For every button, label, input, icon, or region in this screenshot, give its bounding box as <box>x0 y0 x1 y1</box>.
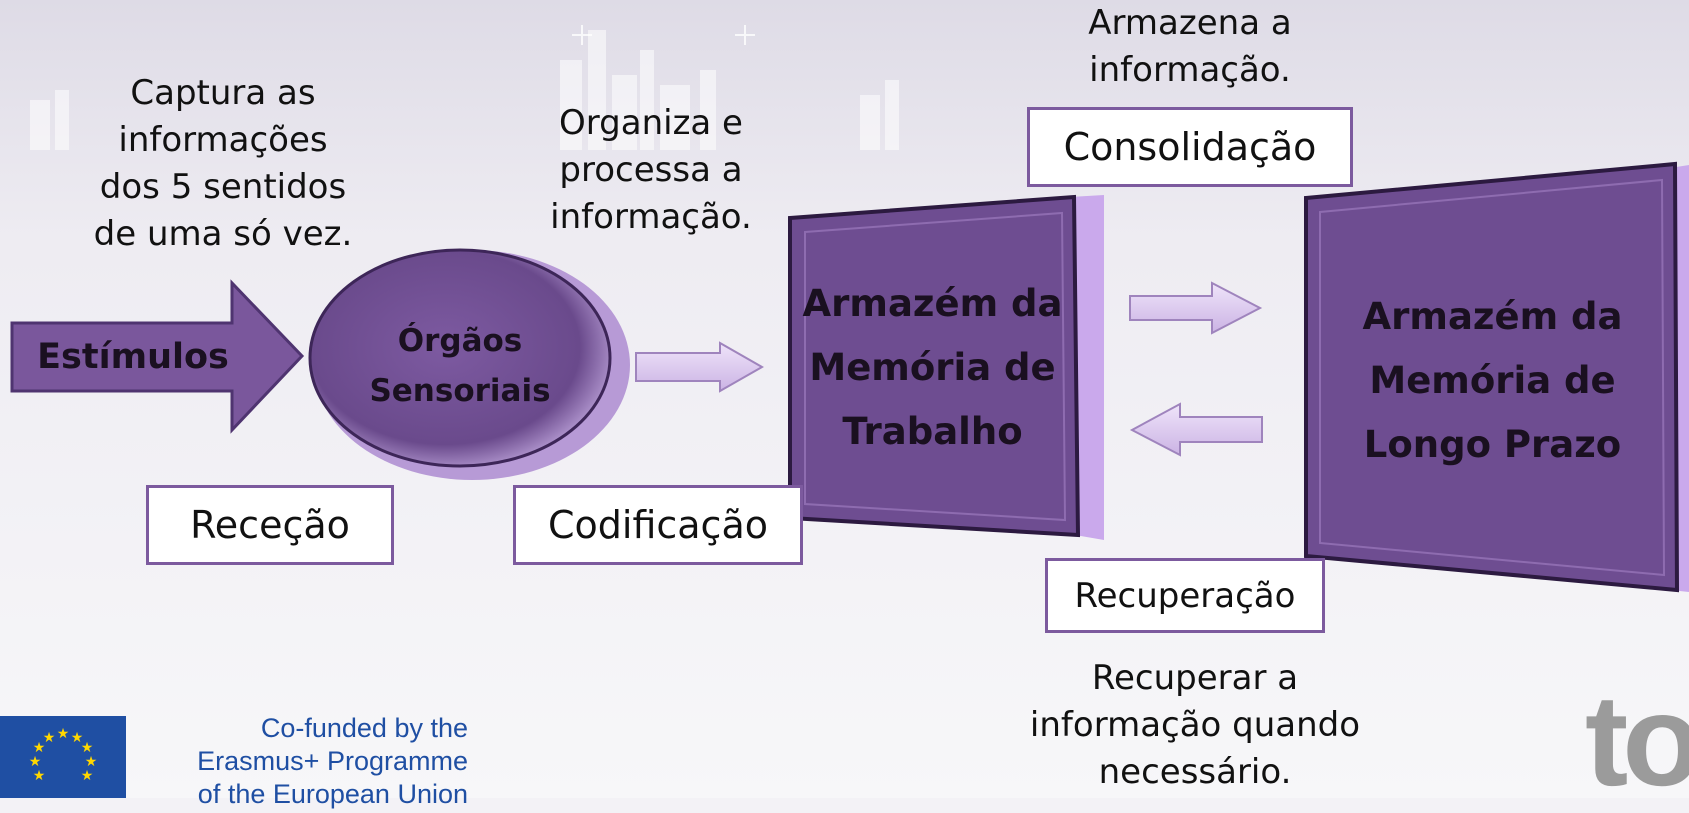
svg-text:★: ★ <box>33 740 46 756</box>
coding-stage-box: Codificação <box>513 485 803 565</box>
coding-stage-label: Codificação <box>547 503 768 547</box>
long-term-memory-label: Armazém da Memória de Longo Prazo <box>1362 295 1623 466</box>
erasmus-cofunded-text: Co-funded by the Erasmus+ Programme of t… <box>197 713 468 809</box>
retrieval-stage-label: Recuperação <box>1074 575 1296 616</box>
svg-text:★: ★ <box>57 726 70 742</box>
coding-description: Organiza e processa a informação. <box>550 103 752 237</box>
svg-text:★: ★ <box>33 768 46 784</box>
retrieval-description: Recuperar a informação quando necessário… <box>1029 658 1361 792</box>
consolidation-stage-label: Consolidação <box>1063 125 1317 169</box>
svg-text:★: ★ <box>43 730 56 746</box>
plus-marks <box>572 25 755 45</box>
sensory-organs-label: Órgãos Sensoriais <box>369 323 551 409</box>
eu-flag <box>0 716 126 798</box>
svg-text:★: ★ <box>29 754 42 770</box>
working-memory-label: Armazém da Memória de Trabalho <box>802 282 1063 453</box>
eu-stars: ★ ★ ★ ★ ★ ★ ★ ★ ★ <box>29 726 98 784</box>
stimuli-arrow <box>10 279 305 434</box>
svg-text:★: ★ <box>71 730 84 746</box>
svg-text:★: ★ <box>81 740 94 756</box>
reception-description: Captura as informações dos 5 sentidos de… <box>93 73 353 254</box>
stimuli-label: Estímulos <box>37 337 229 377</box>
retrieval-stage-box: Recuperação <box>1045 558 1325 633</box>
retrieval-arrow <box>1129 402 1263 457</box>
svg-text:★: ★ <box>85 754 98 770</box>
reception-stage-label: Receção <box>190 503 350 547</box>
consolidation-arrow <box>1129 281 1263 335</box>
consolidation-stage-box: Consolidação <box>1027 107 1353 187</box>
long-term-memory-square-inner <box>1319 178 1666 577</box>
long-term-memory-square <box>1304 161 1680 593</box>
consolidation-description: Armazena a informação. <box>1088 3 1292 90</box>
coding-arrow <box>635 341 765 393</box>
skyline-decoration <box>30 30 899 150</box>
working-memory-square-inner <box>804 211 1067 522</box>
sensory-organs-ellipse <box>308 248 612 468</box>
svg-text:★: ★ <box>81 768 94 784</box>
working-memory-square <box>788 194 1081 538</box>
reception-stage-box: Receção <box>146 485 394 565</box>
partner-logo: to <box>1585 667 1689 813</box>
